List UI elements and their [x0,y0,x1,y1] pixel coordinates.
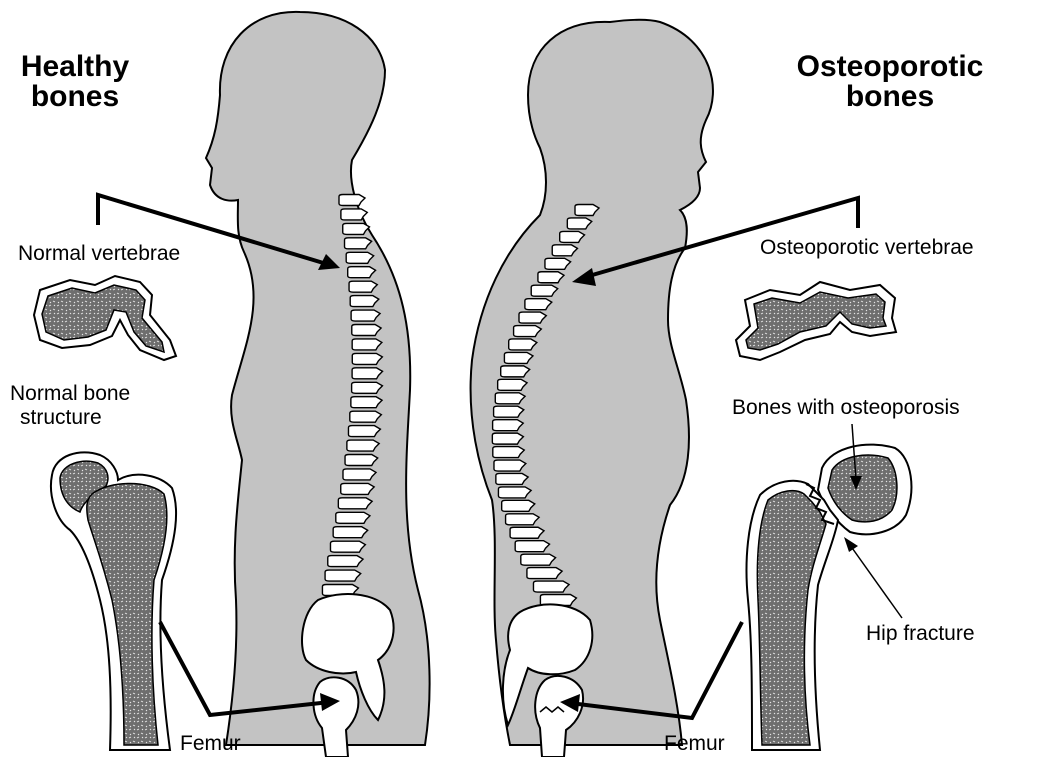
osteoporotic-vertebrae-label: Osteoporotic vertebrae [760,236,974,260]
normal-vertebra-15 [351,397,382,408]
normal-vertebra-14 [352,382,383,393]
bones-with-osteoporosis-label: Bones with osteoporosis [732,396,960,420]
healthy-heading: Healthy bones [10,52,140,112]
osteoporotic-vertebra-17 [493,420,524,431]
osteoporotic-vertebra-14 [498,379,527,390]
normal-femur-cross-section [51,452,176,750]
normal-bone-structure-label: Normal bone structure [10,382,130,430]
osteoporotic-vertebra-15 [495,393,525,404]
normal-vertebra-16 [350,411,382,422]
healthy-figure [206,12,430,757]
normal-bone-structure-line2: structure [10,406,130,430]
hip-fracture-label: Hip fracture [866,622,975,646]
osteoporotic-vertebra-13 [501,366,530,377]
osteoporotic-vertebra-23 [502,500,535,511]
normal-bone-structure-line1: Normal bone [10,382,130,406]
osteoporotic-vertebra-spongy [746,292,886,350]
normal-vertebra-21 [341,483,374,494]
normal-vertebra-23 [336,512,370,523]
normal-vertebra-17 [348,426,380,437]
normal-vertebra-9 [351,310,380,321]
normal-vertebra-1 [339,195,365,206]
osteoporotic-heading: Osteoporotic bones [770,52,1010,112]
left-femur-label: Femur [180,732,241,756]
normal-vertebra-12 [352,353,382,364]
osteoporotic-vertebra-18 [492,433,523,444]
normal-vertebra-11 [352,339,382,350]
osteoporotic-vertebra-24 [506,514,540,525]
normal-vertebra-13 [352,368,382,379]
normal-vertebra-25 [330,541,365,552]
osteoporotic-vertebra-16 [494,406,524,417]
osteoporotic-vertebra-12 [504,352,533,363]
normal-vertebra-24 [333,527,368,538]
normal-vertebra-20 [343,469,376,480]
osteoporotic-vertebra-20 [494,460,526,471]
hip-fracture-pointer [850,545,902,618]
normal-vertebra-27 [325,570,361,581]
normal-vertebra-19 [345,455,378,466]
healthy-heading-line2: bones [10,82,140,112]
normal-vertebra-22 [338,498,372,509]
normal-vertebra-26 [328,556,363,567]
osteoporotic-vertebra-27 [521,554,556,565]
normal-vertebrae-label: Normal vertebrae [18,242,180,266]
osteoporotic-vertebra-21 [496,473,528,484]
osteoporotic-vertebra-cross-section [736,282,896,360]
hip-fracture-arrowhead [844,537,858,552]
osteoporotic-figure [471,20,713,757]
normal-vertebra-cross-section [34,276,176,360]
right-femur-label: Femur [664,732,725,756]
normal-vertebra-18 [347,440,379,451]
osteoporotic-vertebra-26 [515,541,549,552]
osteoporotic-heading-line1: Osteoporotic [770,52,1010,82]
osteoporotic-vertebra-29 [533,581,569,592]
osteoporotic-vertebra-28 [527,568,562,579]
normal-vertebra-10 [352,325,381,336]
normal-vertebra-8 [350,296,379,307]
osteoporotic-vertebra-22 [498,487,531,498]
osteoporotic-vertebra-25 [510,527,544,538]
healthy-heading-line1: Healthy [10,52,140,82]
osteoporotic-vertebra-19 [493,447,524,458]
osteoporotic-heading-line2: bones [770,82,1010,112]
